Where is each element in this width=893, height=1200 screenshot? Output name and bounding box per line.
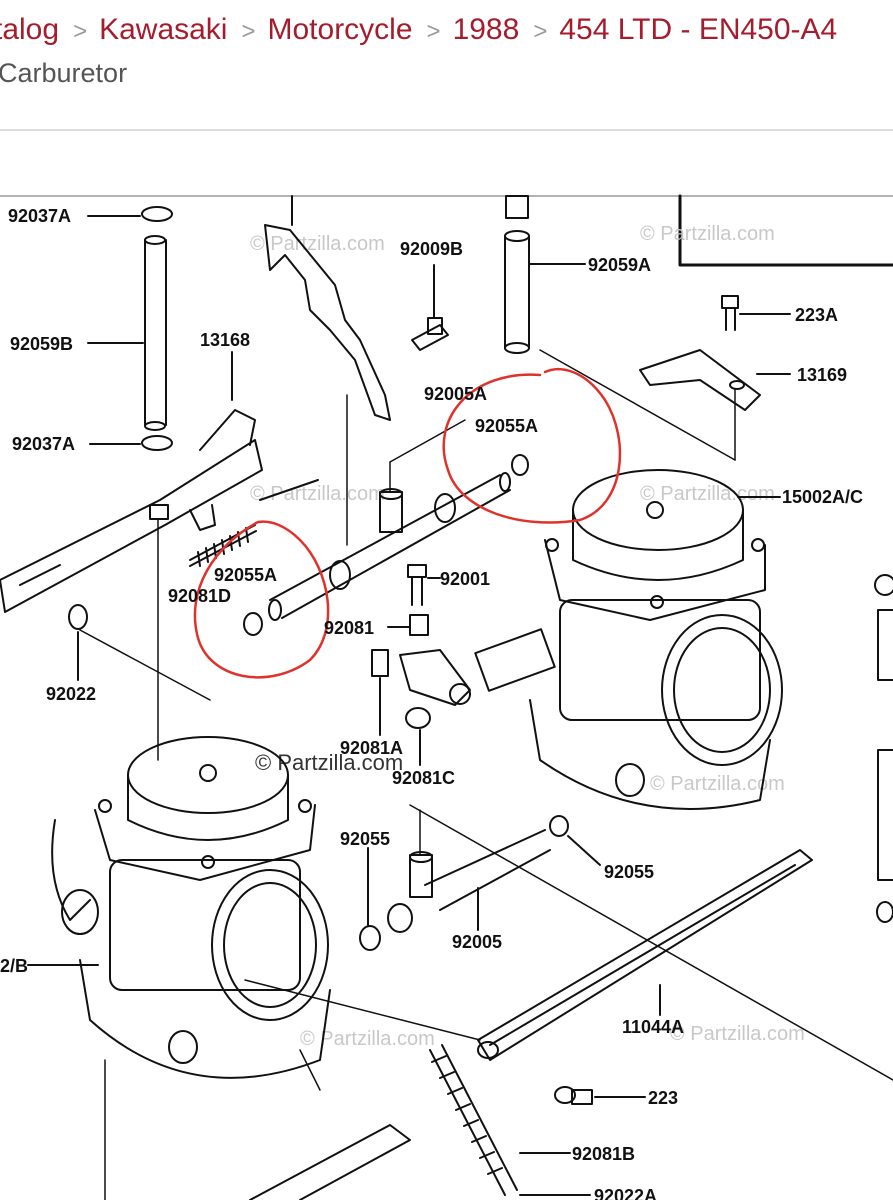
breadcrumb-chevron-icon: > (533, 18, 548, 45)
leader-line (299, 1049, 321, 1091)
part-label[interactable]: 2/B (0, 956, 28, 976)
part-label[interactable]: 92022 (46, 684, 96, 704)
part-label[interactable]: 15002A/C (782, 487, 863, 507)
leader-line (567, 835, 601, 866)
fuel-tee-92005A (268, 472, 511, 621)
breadcrumb-catalog-link[interactable]: talog (0, 13, 60, 46)
watermark: © Partzilla.com (250, 233, 385, 255)
breadcrumb-chevron-icon: > (241, 18, 256, 45)
part-label[interactable]: 92001 (440, 569, 490, 589)
spring-92081 (409, 614, 429, 636)
watermark: © Partzilla.com (640, 223, 775, 245)
fuel-pipe-92005 (387, 829, 551, 933)
parts-diagram[interactable]: © Partzilla.com © Partzilla.com © Partzi… (0, 192, 893, 1200)
o-ring-edge (874, 574, 893, 596)
part-label[interactable]: 92005 (452, 932, 502, 952)
throttle-cable-bracket (264, 195, 391, 421)
screw-92001 (407, 564, 427, 606)
choke-lever (399, 649, 471, 706)
watermark-center: © Partzilla.com (255, 750, 403, 775)
breadcrumb-chevron-icon: > (73, 18, 88, 45)
part-label[interactable]: 92055 (340, 829, 390, 849)
pipe-edge (877, 749, 893, 881)
part-label[interactable]: 92081C (392, 768, 455, 788)
part-label[interactable]: 92055 (604, 862, 654, 882)
part-label[interactable]: 92059A (588, 255, 651, 275)
spring-92081B (429, 1044, 518, 1196)
part-label[interactable]: 11044A (622, 1017, 684, 1037)
leader-line (539, 349, 736, 461)
inset-frame (678, 194, 893, 267)
annotation-circle-left (193, 520, 330, 679)
bolt-92009B (411, 317, 449, 351)
leader-line (409, 804, 893, 1081)
o-ring-92055A (511, 454, 529, 476)
part-label[interactable]: 92005A (424, 384, 487, 404)
screw-223 (554, 1086, 593, 1105)
leader-line (244, 979, 481, 1041)
part-label[interactable]: 92081 (324, 618, 374, 638)
o-ring-92055 (549, 815, 569, 837)
carburetor-left (51, 736, 331, 1079)
part-label[interactable]: 92081D (168, 586, 231, 606)
washer-92022 (68, 604, 88, 630)
part-label[interactable]: 92037A (12, 434, 75, 454)
spring-92081A (371, 649, 389, 677)
bottom-plate (249, 1124, 411, 1200)
part-label[interactable]: 223A (795, 305, 838, 325)
o-ring-edge (876, 901, 893, 923)
breadcrumb: talog > Kawasaki > Motorcycle >1988 >454 LTD -… (0, 8, 837, 52)
part-label[interactable]: 92009B (400, 239, 463, 259)
screw-223A (721, 295, 739, 331)
o-ring-92055A (243, 612, 263, 636)
o-ring-92055 (359, 925, 381, 951)
header-divider (0, 129, 893, 131)
watermark: © Partzilla.com (300, 1028, 435, 1050)
bracket-13169 (639, 349, 761, 411)
pipe-edge (877, 609, 893, 681)
part-label[interactable]: 92037A (8, 206, 71, 226)
leader-line (389, 419, 466, 463)
rod-92059B (141, 206, 173, 451)
breadcrumb-model-link[interactable]: 454 LTD - EN450-A4 (559, 13, 838, 46)
breadcrumb-motorcycle-link[interactable]: Motorcycle (267, 13, 413, 46)
part-label[interactable]: 13168 (200, 330, 250, 350)
breadcrumb-year-link[interactable]: 1988 (452, 13, 520, 46)
watermark: © Partzilla.com (670, 1023, 805, 1045)
part-label[interactable]: 92059B (10, 334, 73, 354)
watermark: © Partzilla.com (640, 483, 775, 505)
breadcrumb-chevron-icon: > (426, 18, 441, 45)
part-label[interactable]: 13169 (797, 365, 847, 385)
part-label[interactable]: 223 (648, 1088, 678, 1108)
part-label[interactable]: 92055A (475, 416, 538, 436)
leader-line (79, 629, 211, 701)
carburetor-right (474, 469, 783, 810)
watermark: © Partzilla.com (650, 773, 785, 795)
part-label[interactable]: 92081B (572, 1144, 635, 1164)
spring-92081C (405, 707, 431, 729)
part-label[interactable]: 92022A (594, 1186, 657, 1200)
page-subtitle: Carburetor (0, 58, 128, 88)
part-label[interactable]: 92081A (340, 738, 403, 758)
rod-92059A (504, 195, 530, 354)
link-bracket-13168 (0, 409, 263, 613)
link-rod-11044A (477, 849, 813, 1061)
choke-pivot (449, 683, 471, 705)
annotation-circle-right (442, 368, 622, 524)
part-label[interactable]: 92055A (214, 565, 277, 585)
watermark: © Partzilla.com (250, 483, 385, 505)
breadcrumb-kawasaki-link[interactable]: Kawasaki (99, 13, 228, 46)
